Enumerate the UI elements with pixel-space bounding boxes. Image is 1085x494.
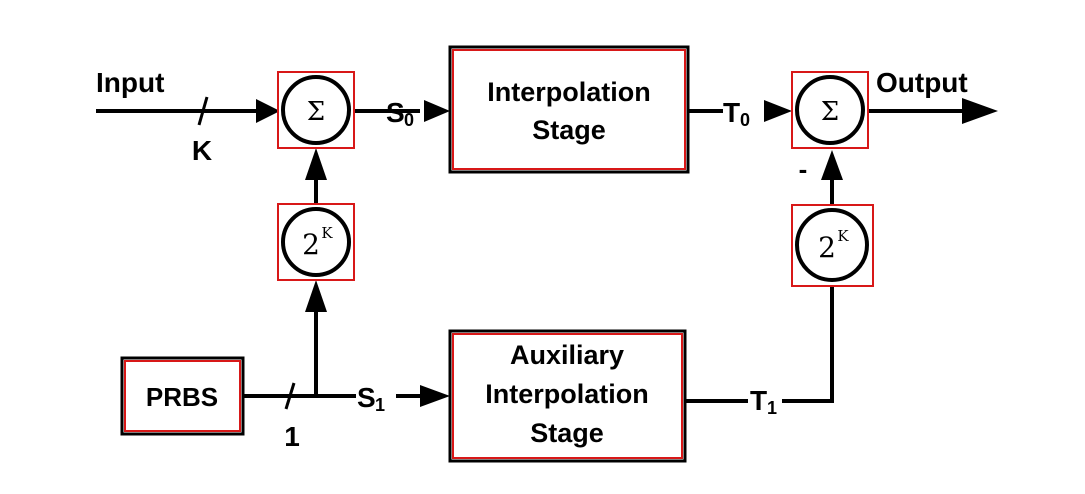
aux-stage-line2: Interpolation xyxy=(485,379,649,409)
prbs-bus-width-label: 1 xyxy=(284,421,300,452)
input-label: Input xyxy=(96,67,164,98)
aux-stage-line1: Auxiliary xyxy=(510,340,624,370)
gain-block-2: 2 K xyxy=(791,204,874,287)
t1-sub: 1 xyxy=(767,398,777,418)
t0-sub: 0 xyxy=(740,110,750,130)
sum1-symbol: Σ xyxy=(307,97,325,127)
s0-main: S xyxy=(386,97,405,128)
signal-t0-label: T 0 xyxy=(723,95,761,130)
signal-t1-label: T 1 xyxy=(748,385,782,418)
input-bus-slash xyxy=(197,96,209,126)
gain2-exponent: K xyxy=(837,227,849,245)
gain1-to-sum1-arrowhead xyxy=(305,148,327,180)
output-label: Output xyxy=(876,67,968,98)
prbs-label: PRBS xyxy=(146,382,218,412)
output-arrowhead xyxy=(962,98,998,124)
prbs-to-gain1-arrowhead xyxy=(305,280,327,312)
prbs-block: PRBS xyxy=(120,356,245,436)
gain2-to-sum2-arrowhead xyxy=(821,150,843,180)
s0-sub: 0 xyxy=(404,110,414,130)
sum2-symbol: Σ xyxy=(821,97,839,127)
gain2-base: 2 xyxy=(818,231,836,264)
interpolation-stage-line2: Stage xyxy=(532,115,606,145)
t1-main: T xyxy=(750,385,767,416)
t0-main: T xyxy=(723,97,740,128)
svg-text:2: 2 xyxy=(302,228,320,261)
t1-line xyxy=(685,287,834,403)
summing-junction-2: Σ xyxy=(791,71,869,149)
gain1-base: 2 xyxy=(302,228,320,261)
signal-s1-label: S 1 xyxy=(356,382,396,415)
s1-arrowhead xyxy=(420,385,450,407)
gain1-exponent: K xyxy=(321,224,333,242)
interpolation-stage-line1: Interpolation xyxy=(487,77,651,107)
s1-main: S xyxy=(357,382,376,413)
summing-junction-1: Σ xyxy=(277,71,355,149)
input-arrowhead xyxy=(256,99,280,123)
interpolation-stage-block: Interpolation Stage xyxy=(448,45,690,174)
prbs-bus-slash xyxy=(284,382,296,410)
s0-arrowhead xyxy=(424,100,450,122)
aux-stage-line3: Stage xyxy=(530,418,604,448)
t0-arrowhead xyxy=(764,100,792,122)
svg-text:2: 2 xyxy=(818,231,836,264)
gain-block-1: 2 K xyxy=(277,203,355,281)
auxiliary-interpolation-stage-block: Auxiliary Interpolation Stage xyxy=(448,329,687,463)
input-bus-width-label: K xyxy=(192,135,212,166)
s1-sub: 1 xyxy=(375,395,385,415)
signal-s0-label: S 0 xyxy=(386,97,414,130)
minus-sign: - xyxy=(799,154,808,184)
